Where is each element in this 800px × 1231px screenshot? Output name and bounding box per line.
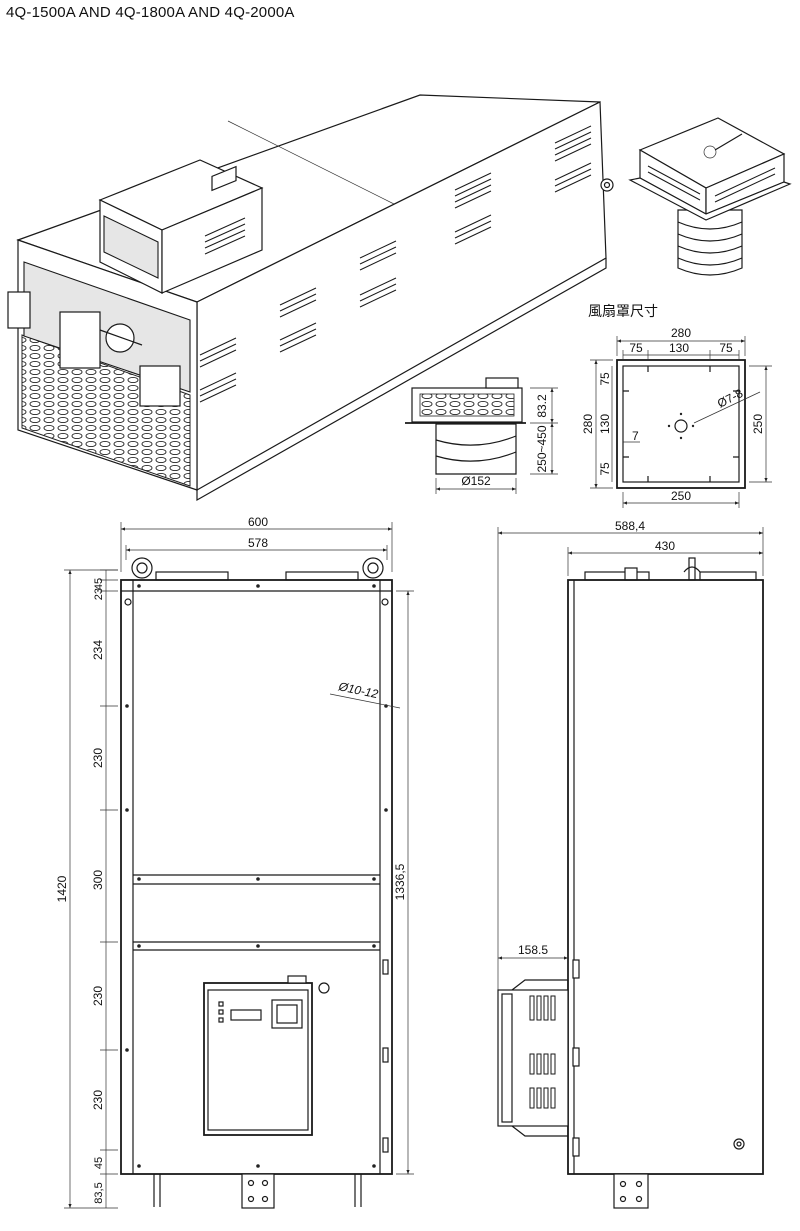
fan-right-height: 250 bbox=[751, 414, 765, 434]
front-dim-300: 300 bbox=[91, 870, 105, 890]
front-overall-width: 600 bbox=[248, 515, 268, 529]
front-dim-45b: 45 bbox=[93, 1157, 105, 1169]
front-dim-230c: 230 bbox=[91, 1090, 105, 1110]
front-overall-height: 1420 bbox=[55, 875, 69, 902]
isometric-cabinet bbox=[7, 94, 614, 502]
fan-left-height: 280 bbox=[581, 414, 595, 434]
front-dim-45: 45 bbox=[93, 578, 105, 590]
fan-left-seg-3: 75 bbox=[598, 462, 612, 476]
fan-hole-offset: 7 bbox=[632, 429, 639, 443]
front-dim-835: 83,5 bbox=[93, 1182, 105, 1203]
fan-top-seg-1: 75 bbox=[629, 341, 643, 355]
fan-top-seg-2: 130 bbox=[669, 341, 689, 355]
front-dim-230a: 230 bbox=[91, 748, 105, 768]
fan-cover-side-view: 83.2 250~450 Ø152 bbox=[405, 377, 558, 494]
front-view: 600 578 bbox=[55, 515, 414, 1209]
side-view: 588,4 430 158.5 bbox=[497, 519, 764, 1209]
front-inner-width: 578 bbox=[248, 536, 268, 550]
fan-hood-isometric bbox=[628, 117, 792, 276]
drawing-title: 4Q-1500A AND 4Q-1800A AND 4Q-2000A bbox=[6, 4, 295, 21]
fan-cover-plan: 風扇罩尺寸 Ø7-8 280 75 130 75 280 75 130 7 bbox=[581, 303, 772, 508]
fan-left-seg-1: 75 bbox=[598, 372, 612, 386]
front-hole-diameter: Ø10-12 bbox=[336, 679, 379, 701]
front-dim-234: 234 bbox=[91, 640, 105, 660]
fan-bottom-width: 250 bbox=[671, 489, 691, 503]
fan-duct-diameter: Ø152 bbox=[461, 474, 491, 488]
front-dim-23: 23 bbox=[93, 588, 105, 600]
fan-side-height-top: 83.2 bbox=[535, 394, 549, 418]
fan-hole-diameter: Ø7-8 bbox=[715, 386, 745, 411]
fan-cover-heading: 風扇罩尺寸 bbox=[588, 303, 658, 319]
fan-top-seg-3: 75 bbox=[719, 341, 733, 355]
front-dim-230b: 230 bbox=[91, 986, 105, 1006]
front-rail-height: 1336,5 bbox=[393, 863, 407, 900]
side-body-depth: 430 bbox=[655, 539, 675, 553]
fan-left-seg-2: 130 bbox=[598, 414, 612, 434]
side-overall-depth: 588,4 bbox=[615, 519, 645, 533]
fan-top-width: 280 bbox=[671, 326, 691, 340]
fan-side-height-range: 250~450 bbox=[535, 425, 549, 472]
side-front-protrusion: 158.5 bbox=[518, 943, 548, 957]
